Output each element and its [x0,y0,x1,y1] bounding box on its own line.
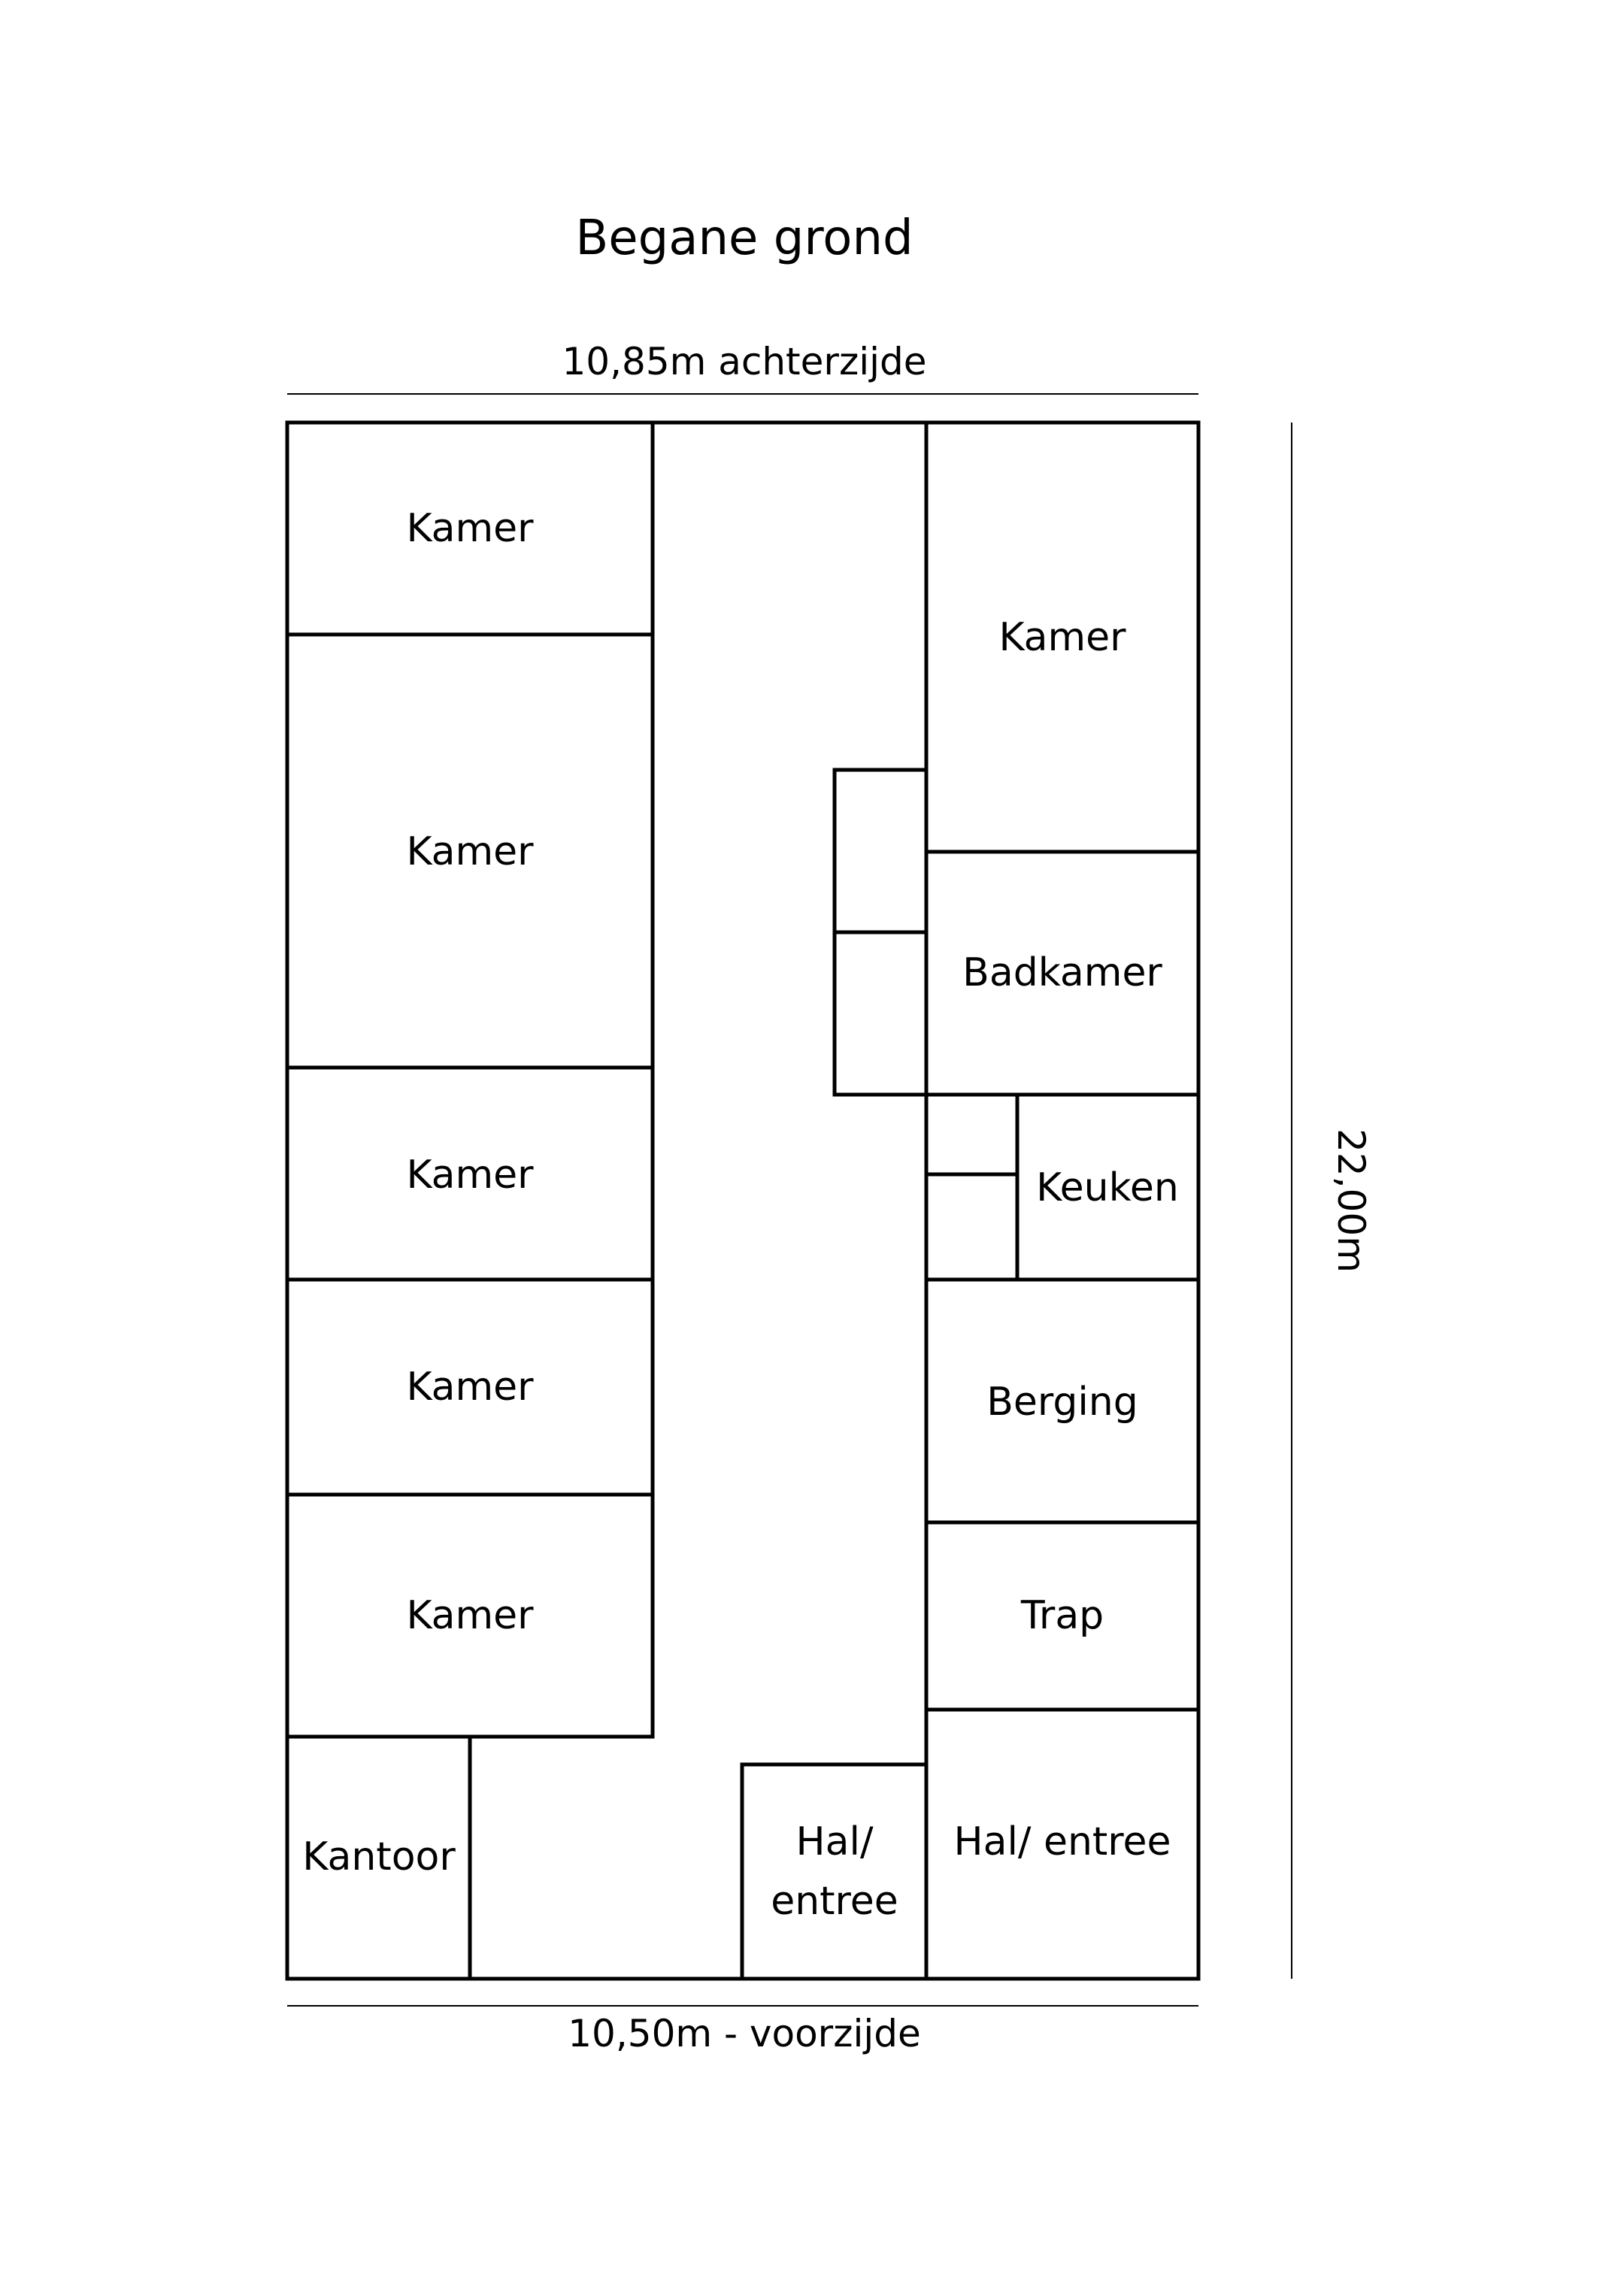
room-kamer-1-label: Kamer [406,506,534,551]
room-kamer-5-label: Kamer [406,1593,534,1638]
room-kamer-right-label: Kamer [998,615,1126,660]
wall-left-column [285,420,655,1739]
room-hal-entree-small-label-line-2: entree [771,1879,898,1924]
room-labels: Kamer Kamer Kamer Kamer Kamer Kantoor Ka… [302,506,1179,1924]
room-badkamer-label: Badkamer [962,950,1162,995]
room-kantoor-label: Kantoor [302,1834,456,1880]
dimension-top-label: 10,85m achterzijde [562,340,926,383]
room-berging-label: Berging [986,1380,1138,1425]
room-trap-label: Trap [1020,1593,1104,1638]
room-hal-entree-small-label-line-1: Hal/ [796,1819,874,1864]
room-kamer-4-label: Kamer [406,1365,534,1410]
wall-closets [832,768,929,1097]
wall-hal-small [740,1762,929,1981]
room-hal-entree-large-label: Hal/ entree [953,1819,1171,1864]
dimension-bottom-label: 10,50m - voorzijde [568,2012,921,2055]
room-kamer-3-label: Kamer [406,1153,534,1198]
page-title: Begane grond [575,211,913,266]
dimension-right-label: 22,00m [1329,1128,1373,1273]
room-keuken-label: Keuken [1036,1165,1179,1210]
room-kamer-2-label: Kamer [406,829,534,874]
walls [285,420,1201,1981]
